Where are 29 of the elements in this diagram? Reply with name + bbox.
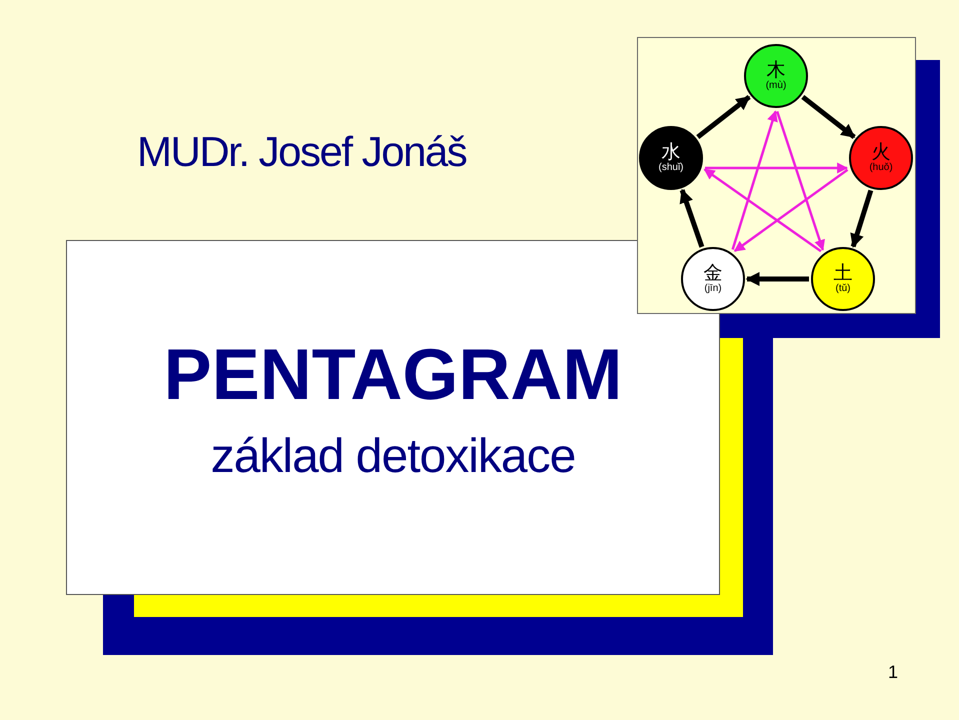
pinyin-label: (jīn) — [704, 283, 722, 296]
character-label: 水 — [662, 142, 680, 162]
page-number: 1 — [888, 662, 898, 683]
title: MUDr. Josef Jonáš — [137, 128, 466, 176]
heading: PENTAGRAM — [164, 335, 622, 415]
pinyin-label: (mù) — [766, 80, 786, 92]
pinyin-label: (huǒ) — [869, 162, 893, 174]
arrow — [696, 94, 751, 140]
character-label: 木 — [766, 60, 786, 80]
arrow — [850, 190, 874, 248]
character-label: 金 — [704, 262, 722, 284]
arrow — [734, 168, 848, 252]
character-label: 火 — [872, 142, 890, 162]
arrow — [731, 110, 778, 250]
pinyin-label: (shuǐ) — [658, 162, 684, 174]
arrow — [680, 188, 704, 248]
element-circle — [744, 44, 808, 108]
arrow — [746, 272, 809, 286]
subheading: základ detoxikace — [210, 430, 576, 483]
diagram-panel — [637, 37, 916, 314]
element-circle — [849, 126, 913, 190]
arrow — [704, 168, 822, 252]
arrow — [705, 162, 848, 174]
arrow — [776, 111, 825, 251]
element-circle — [681, 247, 745, 311]
arrow — [801, 94, 856, 140]
title-card — [66, 240, 720, 595]
character-label: 土 — [834, 262, 852, 284]
pinyin-label: (tǔ) — [836, 283, 850, 296]
